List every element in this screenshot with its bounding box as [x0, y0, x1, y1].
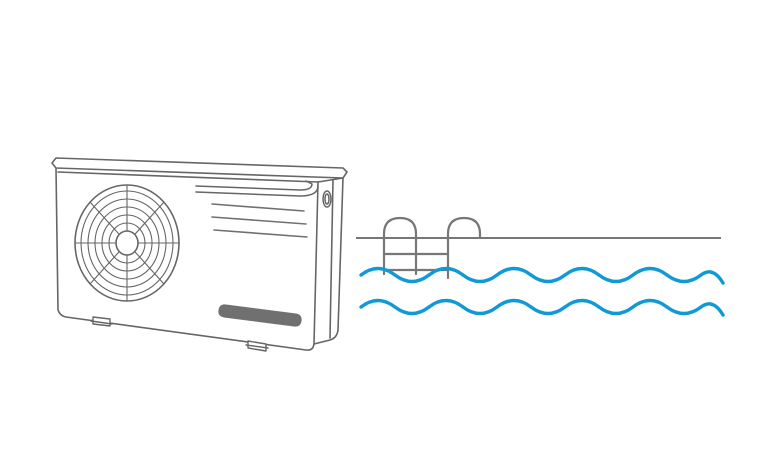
swimming-pool-icon — [356, 216, 725, 317]
heat-pump-unit-icon — [51, 157, 348, 352]
unit-front-panel — [55, 167, 319, 351]
vent-louver-icon — [211, 203, 308, 238]
wave-row-bottom — [359, 298, 725, 317]
mounting-feet-icon — [90, 316, 269, 352]
unit-top-lid — [51, 157, 348, 179]
fan-grille-icon — [74, 184, 180, 302]
unit-side-corner — [329, 179, 334, 339]
water-waves-icon — [359, 266, 725, 317]
water-connection-icon — [195, 180, 332, 208]
display-slot-icon — [218, 304, 302, 327]
unit-lid-edge — [57, 171, 319, 183]
wave-row-top — [359, 266, 725, 285]
unit-side-panel — [313, 177, 344, 345]
pool-ladder-icon — [382, 216, 482, 280]
